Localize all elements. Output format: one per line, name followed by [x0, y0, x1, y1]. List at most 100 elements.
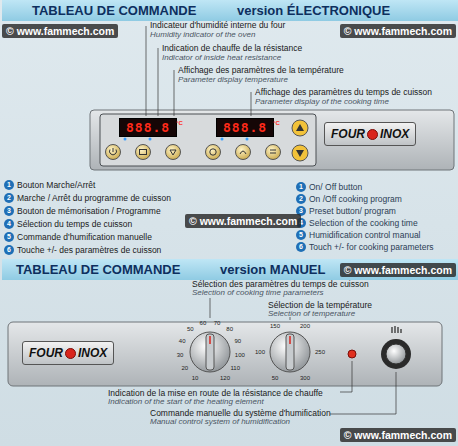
annotation: Commande manuelle du système d'humificat… — [150, 408, 331, 418]
callout-text: Sélection du temps de cuisson — [17, 219, 132, 229]
header-text: version ÉLECTRONIQUE — [237, 3, 390, 18]
annotation: Selection of temperature — [268, 309, 355, 318]
button-icons — [110, 148, 277, 155]
annotation: Indication de la mise en route de la rés… — [108, 388, 323, 398]
callout-number: 3 — [4, 206, 14, 216]
scale-number: 100 — [235, 352, 245, 358]
callout-text: Marche / Arrêt du programme de cuisson — [17, 193, 171, 203]
scale-number: 50 — [272, 375, 279, 381]
annotation: Affichage des paramètres du temps de cui… — [255, 87, 432, 97]
unit-label: °C — [273, 120, 280, 126]
logo-text: FOUR — [29, 346, 63, 360]
control-area — [100, 114, 316, 166]
scale-number: 20 — [181, 365, 188, 371]
buttons — [106, 120, 309, 161]
logo-mark — [367, 129, 378, 140]
temperature-knob — [270, 332, 310, 372]
watermark: © www.fammech.com — [340, 263, 456, 277]
scale-number: 110 — [230, 365, 240, 371]
logo-text: INOX — [78, 346, 107, 360]
callout-number: 1 — [296, 182, 306, 192]
callout-item: 2Marche / Arrêt du programme de cuisson — [4, 193, 171, 203]
callout-text: Bouton Marche/Arrêt — [17, 180, 95, 190]
brand-logo: FOURINOX — [324, 122, 416, 146]
brand-logo: FOUR INOX — [22, 341, 114, 365]
watermark: © www.fammech.com — [185, 214, 301, 228]
callout-number: 2 — [4, 193, 14, 203]
callout-number: 6 — [296, 242, 306, 252]
header-text: TABLEAU DE COMMANDE — [32, 3, 196, 18]
display-digits: 888.8 — [223, 120, 267, 135]
annotation: Parameter display of the cooking time — [255, 97, 389, 106]
led-display: 888.8 — [216, 118, 274, 137]
humidification-switch — [381, 326, 411, 369]
annotation: Selection of cooking time parameters — [192, 288, 324, 297]
annotation: Indicateur d'humidité interne du four — [150, 20, 285, 30]
callout-text: Touche +/- des paramètres de cuisson — [17, 245, 161, 255]
callout-number: 5 — [4, 232, 14, 242]
callout-text: Selection of the cooking time — [309, 218, 418, 228]
logo-text: INOX — [380, 127, 409, 141]
callout-item: 6Touche +/- des paramètres de cuisson — [4, 245, 161, 255]
scale-number: 200 — [300, 323, 310, 329]
scale-number: 40 — [179, 338, 186, 344]
callout-number: 5 — [296, 230, 306, 240]
scale-number: 30 — [177, 352, 184, 358]
header-text: version MANUEL — [220, 262, 325, 277]
callout-item: 3Preset button/ program — [296, 206, 396, 216]
callout-number: 2 — [296, 194, 306, 204]
callout-number: 4 — [4, 219, 14, 229]
watermark: © www.fammech.com — [340, 428, 456, 442]
logo-mark — [65, 348, 76, 359]
led-display: 888.8 — [119, 118, 177, 137]
callout-text: Bouton de mémorisation / Programme — [17, 206, 161, 216]
callout-item: 1Bouton Marche/Arrêt — [4, 180, 95, 190]
header-text: TABLEAU DE COMMANDE — [16, 262, 180, 277]
callout-item: 6Touch +/- for cooking parameters — [296, 242, 434, 252]
annotation: Sélection de la température — [268, 300, 372, 310]
electronic-panel — [90, 110, 454, 170]
callout-text: Commande d'humification manuelle — [17, 232, 152, 242]
scale-number: 250 — [315, 349, 325, 355]
callout-text: Humidification control manual — [309, 230, 421, 240]
callout-item: 1On/ Off button — [296, 182, 362, 192]
annotation: Indication of the start of the heating e… — [108, 397, 264, 406]
callout-item: 3Bouton de mémorisation / Programme — [4, 206, 161, 216]
scale-number: 50 — [187, 326, 194, 332]
callout-item: 5Commande d'humification manuelle — [4, 232, 152, 242]
callout-item: 5Humidification control manual — [296, 230, 421, 240]
scale-number: 90 — [235, 338, 242, 344]
watermark: © www.fammech.com — [340, 24, 456, 38]
scale-number: 80 — [226, 326, 233, 332]
annotation: Affichage des paramètres de la températu… — [178, 65, 344, 75]
annotation: Indicator of inside heat resistance — [162, 53, 281, 62]
scale-number: 100 — [255, 349, 265, 355]
callout-text: Touch +/- for cooking parameters — [309, 242, 434, 252]
callout-text: On/ Off button — [309, 182, 362, 192]
status-leds — [124, 138, 249, 141]
manual-panel — [8, 322, 442, 386]
annotation: Manual control system of humidification — [150, 417, 290, 426]
scale-number: 120 — [220, 375, 230, 381]
display-digits: 888.8 — [126, 120, 170, 135]
scale-number: 10 — [192, 375, 199, 381]
header-band: TABLEAU DE COMMANDE version ÉLECTRONIQUE — [2, 0, 458, 21]
callout-number: 6 — [4, 245, 14, 255]
scale-number: 300 — [300, 375, 310, 381]
annotation: Humidity indicator of the oven — [150, 30, 255, 39]
annotation: Parameter display temperature — [178, 75, 288, 84]
heating-lamp — [348, 350, 356, 358]
callout-number: 1 — [4, 180, 14, 190]
scale-number: 150 — [270, 323, 280, 329]
annotation: Sélection des paramètres du temps de cui… — [192, 279, 369, 289]
scale-number: 70 — [214, 320, 221, 326]
annotation: Indication de chauffe de la résistance — [162, 43, 302, 53]
scale-number: 60 — [200, 320, 207, 326]
callout-item: 2On /Off cooking program — [296, 194, 402, 204]
callout-text: Preset button/ program — [309, 206, 396, 216]
callout-text: On /Off cooking program — [309, 194, 402, 204]
callout-item: 4Sélection du temps de cuisson — [4, 219, 132, 229]
unit-label: °C — [176, 120, 183, 126]
arrow-symbols — [296, 124, 304, 157]
callout-item: 4Selection of the cooking time — [296, 218, 418, 228]
